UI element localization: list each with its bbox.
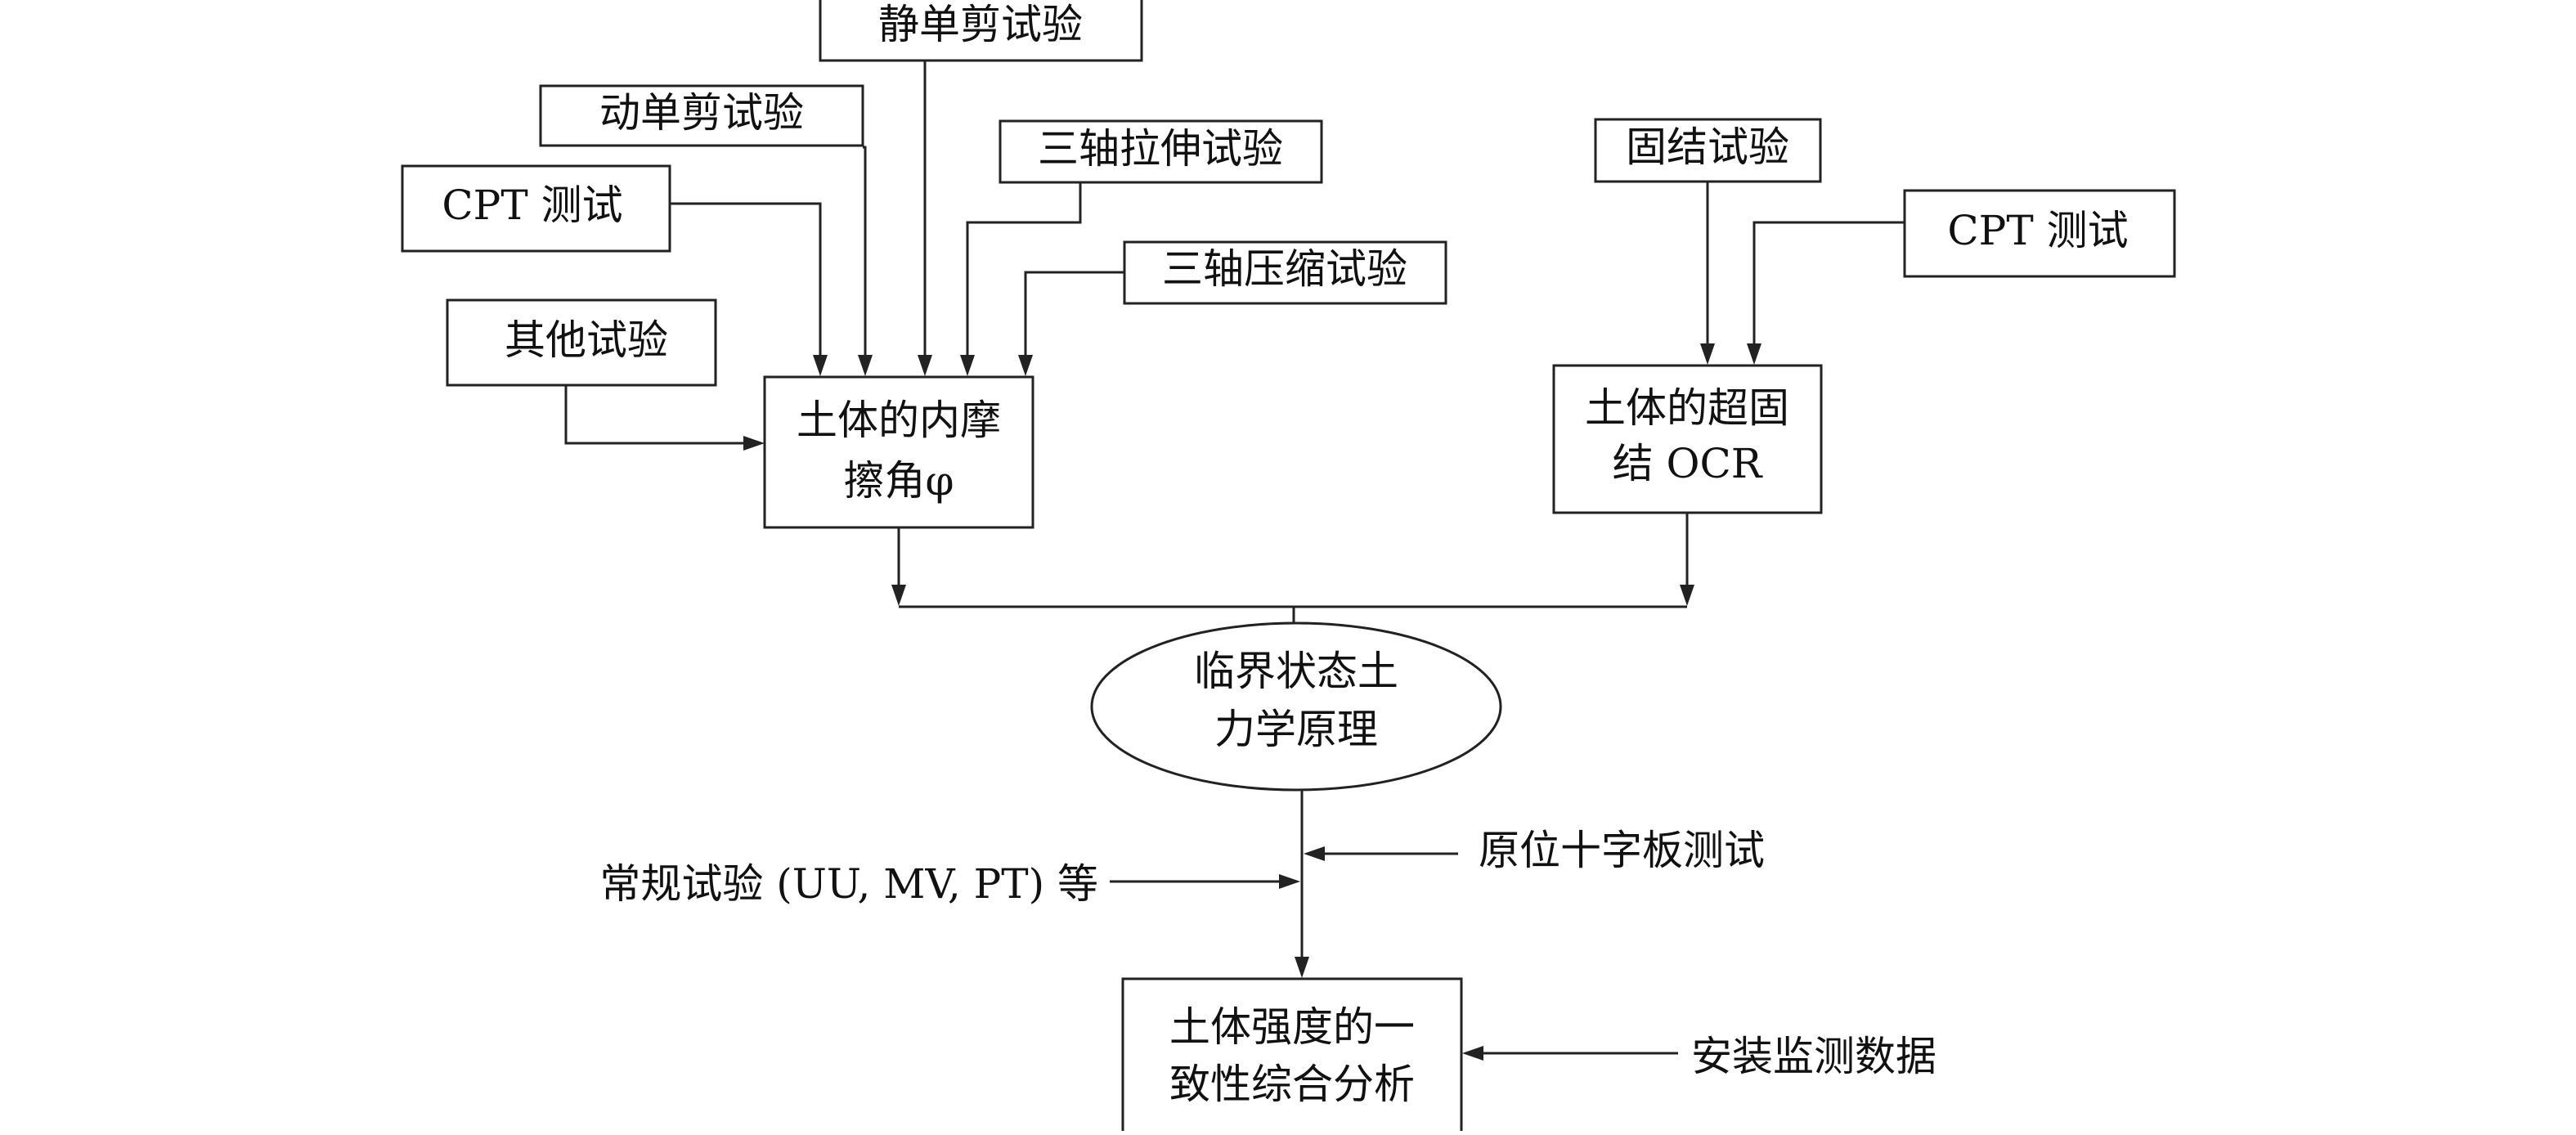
strength-analysis-label-line2: 致性综合分析 [1169, 1061, 1415, 1108]
connector-cpt-left-to-friction-angle [670, 202, 828, 376]
friction-angle-label-line1: 土体的内摩 [797, 397, 1001, 444]
triaxial-tension-label: 三轴拉伸试验 [1038, 125, 1283, 173]
connector-conventional-tests-to-main-line [1110, 874, 1300, 889]
ocr-label-line2: 结 OCR [1613, 440, 1763, 487]
dynamic-simple-shear-label: 动单剪试验 [599, 89, 804, 137]
other-tests-label: 其他试验 [505, 316, 668, 364]
critical-state-label-line2: 力学原理 [1214, 706, 1378, 753]
static-simple-shear-label: 静单剪试验 [878, 1, 1083, 48]
connector-ocr-down [1680, 513, 1694, 606]
connector-friction-angle-down [891, 527, 906, 606]
conventional-tests-label: 常规试验 (UU, MV, PT) 等 [599, 860, 1098, 908]
connector-vane-test-to-main-line [1304, 846, 1458, 861]
connector-triaxial-tension-to-friction-angle [960, 182, 1082, 376]
connector-static-shear-to-friction-angle [918, 61, 932, 376]
cpt-test-left-box: CPT 测试 [401, 164, 671, 253]
connector-critical-state-to-strength-analysis [1295, 790, 1309, 978]
friction-angle-box: 土体的内摩 擦角φ [763, 375, 1034, 529]
consolidation-test-box: 固结试验 [1594, 118, 1822, 183]
triaxial-compression-label: 三轴压缩试验 [1162, 245, 1407, 293]
ocr-label-line1: 土体的超固 [1585, 384, 1789, 432]
ocr-box: 土体的超固 结 OCR [1552, 364, 1823, 514]
connector-cpt-right-to-ocr [1747, 221, 1905, 365]
other-tests-box: 其他试验 [446, 298, 717, 387]
cpt-test-right-label: CPT 测试 [1947, 207, 2128, 254]
monitoring-data-label: 安装监测数据 [1691, 1033, 1936, 1080]
critical-state-label-line1: 临界状态土 [1194, 648, 1398, 695]
dynamic-simple-shear-box: 动单剪试验 [539, 84, 864, 147]
strength-analysis-label-line1: 土体强度的一 [1169, 1003, 1415, 1051]
triaxial-tension-box: 三轴拉伸试验 [999, 119, 1323, 184]
strength-analysis-box: 土体强度的一 致性综合分析 [1121, 977, 1463, 1135]
in-situ-vane-test-label: 原位十字板测试 [1479, 827, 1765, 874]
friction-angle-label-line2: 擦角φ [843, 457, 954, 505]
connector-consolidation-to-ocr [1700, 182, 1715, 365]
connector-other-tests-to-friction-angle [564, 385, 765, 451]
connector-triaxial-compression-to-friction-angle [1018, 271, 1124, 376]
cpt-test-right-box: CPT 测试 [1903, 189, 2176, 278]
merge-bus-line [899, 605, 1687, 623]
consolidation-test-label: 固结试验 [1626, 123, 1789, 171]
connector-monitoring-data-to-strength-analysis [1462, 1046, 1678, 1061]
cpt-test-left-label: CPT 测试 [442, 182, 622, 229]
connector-dynamic-shear-to-friction-angle [858, 146, 873, 376]
static-simple-shear-box: 静单剪试验 [819, 0, 1143, 62]
critical-state-node: 临界状态土 力学原理 [1090, 621, 1502, 792]
triaxial-compression-box: 三轴压缩试验 [1123, 240, 1447, 305]
